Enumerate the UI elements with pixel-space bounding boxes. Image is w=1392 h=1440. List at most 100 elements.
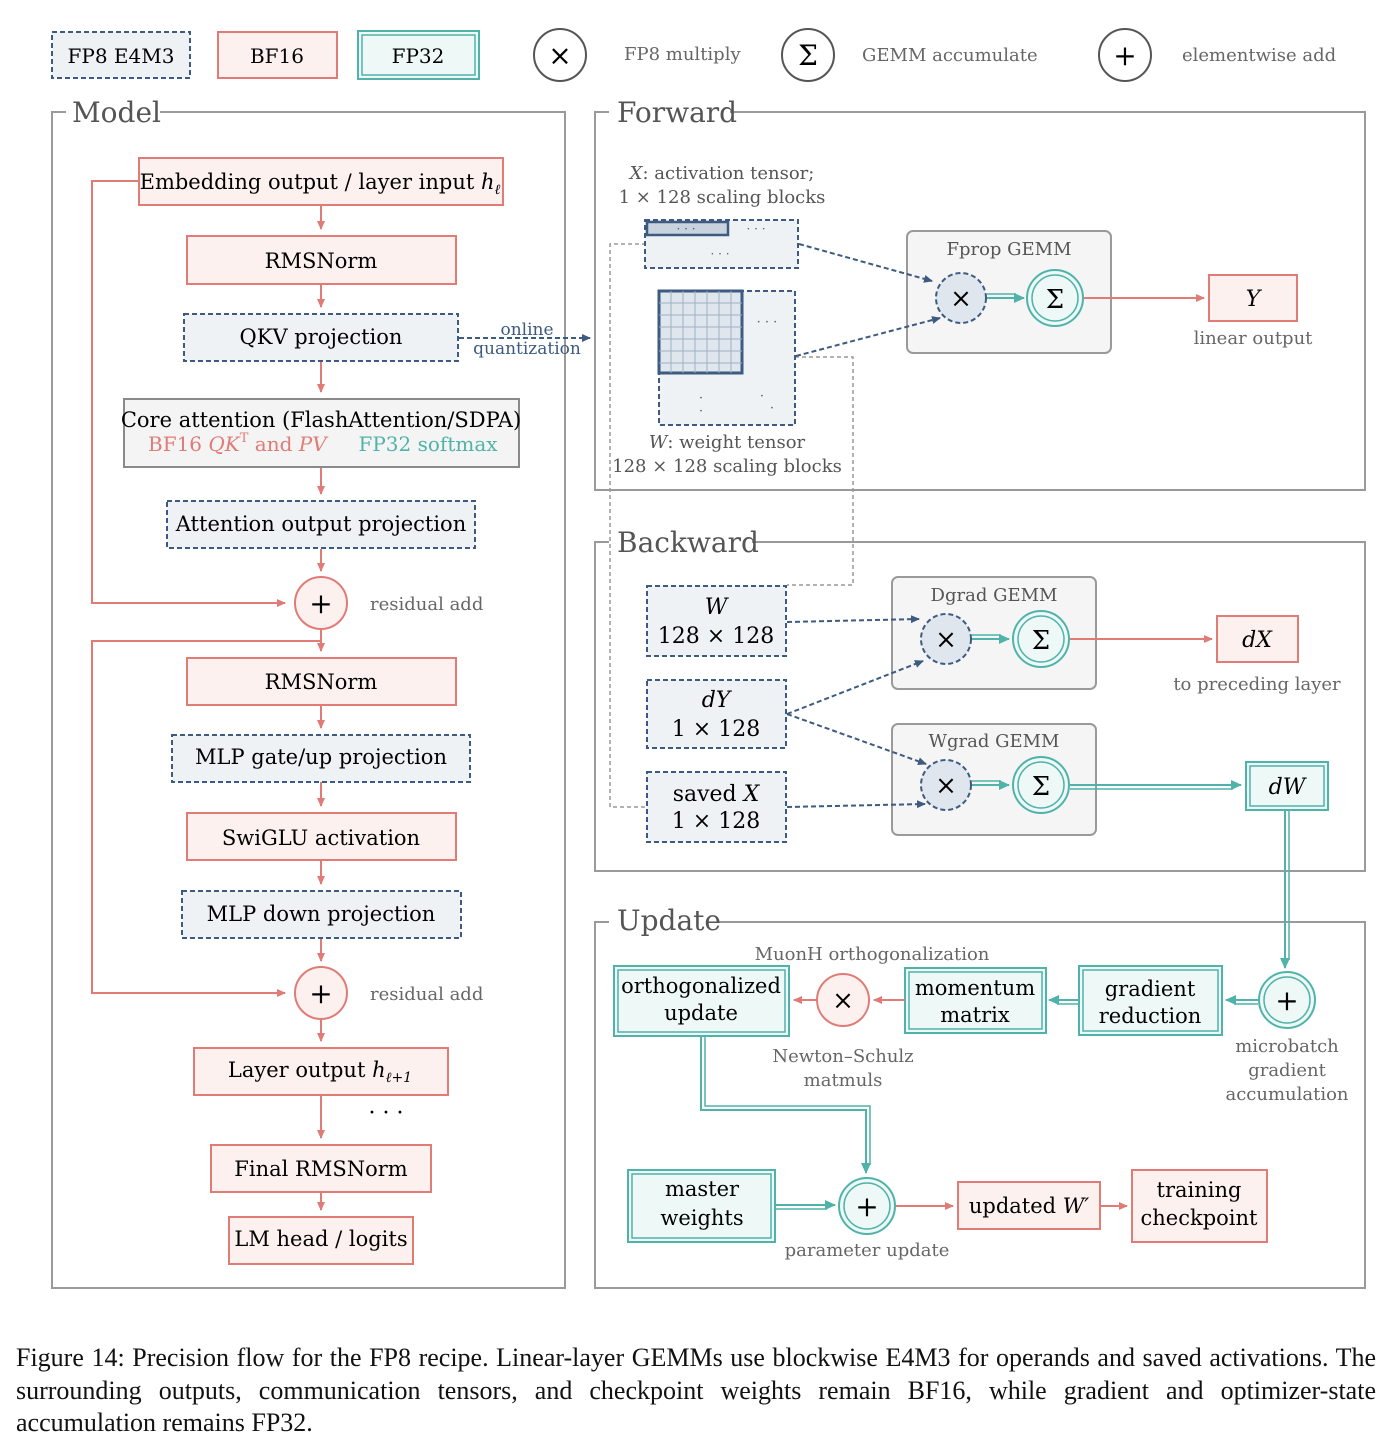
bwd-dy-var: dY bbox=[702, 688, 733, 713]
dgrad-gemm-label: Dgrad GEMM bbox=[931, 585, 1058, 606]
w-tensor-dots-5: · bbox=[770, 401, 774, 416]
orthogonalized-update-label-1: orthogonalized bbox=[621, 974, 781, 998]
wgrad-multiply-symbol: × bbox=[935, 771, 957, 801]
dgrad-multiply-icon bbox=[920, 613, 972, 665]
muonh-label: MuonH orthogonalization bbox=[755, 944, 990, 965]
qkv-box bbox=[183, 313, 459, 362]
x-to-fprop-arrow bbox=[798, 243, 933, 283]
x-tensor-dots-3: · · · bbox=[710, 247, 729, 261]
updated-w-label: updated W′ bbox=[969, 1194, 1090, 1218]
microbatch-add-icon bbox=[1258, 971, 1316, 1029]
legend-fp32-label: FP32 bbox=[392, 44, 445, 68]
updated-w-box bbox=[957, 1181, 1101, 1230]
orthogonalized-to-param-arrow bbox=[700, 1036, 871, 1174]
x-tensor-label-2: 1 × 128 scaling blocks bbox=[619, 187, 826, 208]
mlp-down-box bbox=[181, 890, 462, 939]
swiglu-box bbox=[186, 812, 457, 861]
layer-output-box bbox=[193, 1047, 449, 1096]
parameter-update-label: parameter update bbox=[785, 1240, 950, 1261]
legend-add-icon bbox=[1098, 28, 1152, 82]
precision-flow-diagram: FP8 E4M3 BF16 FP32 × FP8 multiply Σ GEMM… bbox=[51, 28, 1366, 1289]
core-attention-precision: BF16 QKT and PV bbox=[148, 431, 329, 456]
microbatch-label-1: microbatch bbox=[1235, 1036, 1339, 1057]
legend-fp8-box bbox=[51, 31, 191, 79]
legend-multiply-icon bbox=[533, 28, 587, 82]
backward-panel-frame bbox=[594, 541, 1366, 872]
master-weights-inner bbox=[631, 1173, 772, 1239]
legend-add-label: elementwise add bbox=[1182, 45, 1336, 66]
attn-out-box bbox=[166, 500, 476, 549]
wgrad-gemm-label: Wgrad GEMM bbox=[929, 731, 1060, 752]
backward-panel: Backward W 128 × 128 dY 1 × 128 saved X … bbox=[594, 526, 1366, 872]
residual-add-1-label: residual add bbox=[370, 594, 483, 615]
linear-output-label: linear output bbox=[1194, 328, 1314, 349]
w-tensor-dots-2: · bbox=[699, 391, 703, 406]
momentum-matrix-label-1: momentum bbox=[915, 976, 1035, 1000]
saved-w-connector bbox=[787, 356, 854, 586]
microbatch-label-3: accumulation bbox=[1225, 1084, 1348, 1105]
legend-fp8-label: FP8 E4M3 bbox=[68, 44, 175, 68]
wgrad-multiply-icon bbox=[920, 759, 972, 811]
update-panel-frame bbox=[594, 921, 1366, 1289]
update-panel: Update + microbatch gradient accumulatio… bbox=[594, 810, 1366, 1289]
core-attention-label: Core attention (FlashAttention/SDPA) bbox=[121, 408, 521, 432]
wgrad-sum-icon bbox=[1012, 756, 1070, 814]
legend: FP8 E4M3 BF16 FP32 × FP8 multiply Σ GEMM… bbox=[51, 28, 1336, 82]
residual-add-1-symbol: + bbox=[309, 587, 332, 620]
w-tensor-dots-3: · bbox=[699, 404, 703, 419]
gradient-reduction-box bbox=[1078, 965, 1223, 1036]
bwd-w-block: 128 × 128 bbox=[658, 624, 774, 649]
mlp-gate-box bbox=[171, 734, 471, 783]
w-tensor-dots-1: · · · bbox=[757, 315, 778, 330]
rmsnorm-2-box bbox=[186, 657, 457, 706]
parameter-update-icon bbox=[838, 1177, 896, 1235]
attn-out-label: Attention output projection bbox=[175, 512, 466, 536]
layer-output-label: Layer output hℓ+1 bbox=[228, 1058, 412, 1086]
final-rmsnorm-box bbox=[210, 1144, 432, 1193]
parameter-update-inner bbox=[843, 1182, 891, 1230]
fprop-multiply-symbol: × bbox=[950, 284, 972, 314]
dgrad-multiply-symbol: × bbox=[935, 625, 957, 655]
dx-output-label: dX bbox=[1242, 628, 1273, 653]
rmsnorm-2-label: RMSNorm bbox=[265, 670, 378, 694]
update-panel-title: Update bbox=[617, 904, 721, 937]
dgrad-sum-icon bbox=[1012, 610, 1070, 668]
w-to-fprop-arrow bbox=[795, 316, 941, 357]
x-tensor-label-1: X: activation tensor; bbox=[628, 163, 815, 184]
x-tensor-scaling-block bbox=[645, 220, 730, 237]
qkv-label: QKV projection bbox=[240, 325, 403, 349]
gradient-reduction-inner bbox=[1082, 969, 1219, 1032]
model-panel: Model Embedding output / layer input hℓ … bbox=[51, 96, 591, 1289]
dw-output-inner bbox=[1249, 765, 1325, 807]
fprop-sum-symbol: Σ bbox=[1046, 285, 1064, 315]
y-output-box bbox=[1208, 274, 1298, 322]
newton-schulz-multiply-symbol: × bbox=[832, 986, 854, 1016]
legend-bf16-label: BF16 bbox=[250, 44, 304, 68]
parameter-update-symbol: + bbox=[855, 1190, 878, 1223]
dgrad-sum-inner bbox=[1017, 615, 1065, 663]
mlp-gate-label: MLP gate/up projection bbox=[195, 745, 447, 769]
rmsnorm-1-box bbox=[186, 235, 457, 285]
residual-add-1-icon bbox=[294, 576, 348, 630]
dx-output-box bbox=[1216, 615, 1299, 663]
legend-add-symbol: + bbox=[1113, 39, 1136, 72]
dgrad-sum-symbol: Σ bbox=[1032, 626, 1050, 656]
wgrad-sum-inner bbox=[1017, 761, 1065, 809]
forward-panel-title: Forward bbox=[617, 96, 737, 129]
bwd-dy-box bbox=[646, 679, 787, 749]
w-tensor-label-1: W: weight tensor bbox=[649, 432, 806, 453]
momentum-matrix-inner bbox=[908, 971, 1043, 1030]
legend-sum-label: GEMM accumulate bbox=[862, 45, 1038, 66]
residual-add-2-icon bbox=[294, 966, 348, 1020]
bwd-saved-x-block: 1 × 128 bbox=[672, 809, 760, 834]
mlp-down-label: MLP down projection bbox=[207, 902, 436, 926]
swiglu-label: SwiGLU activation bbox=[222, 826, 420, 850]
saved-x-to-wgrad-arrow bbox=[786, 800, 926, 809]
w-tensor-scaling-block bbox=[657, 289, 744, 375]
model-ellipsis: · · · bbox=[369, 1101, 404, 1126]
forward-panel-frame bbox=[594, 111, 1366, 491]
microbatch-add-inner bbox=[1263, 976, 1311, 1024]
orthogonalized-update-label-2: update bbox=[664, 1001, 738, 1025]
microbatch-label-2: gradient bbox=[1248, 1060, 1326, 1081]
gradient-reduction-label-1: gradient bbox=[1105, 977, 1196, 1001]
